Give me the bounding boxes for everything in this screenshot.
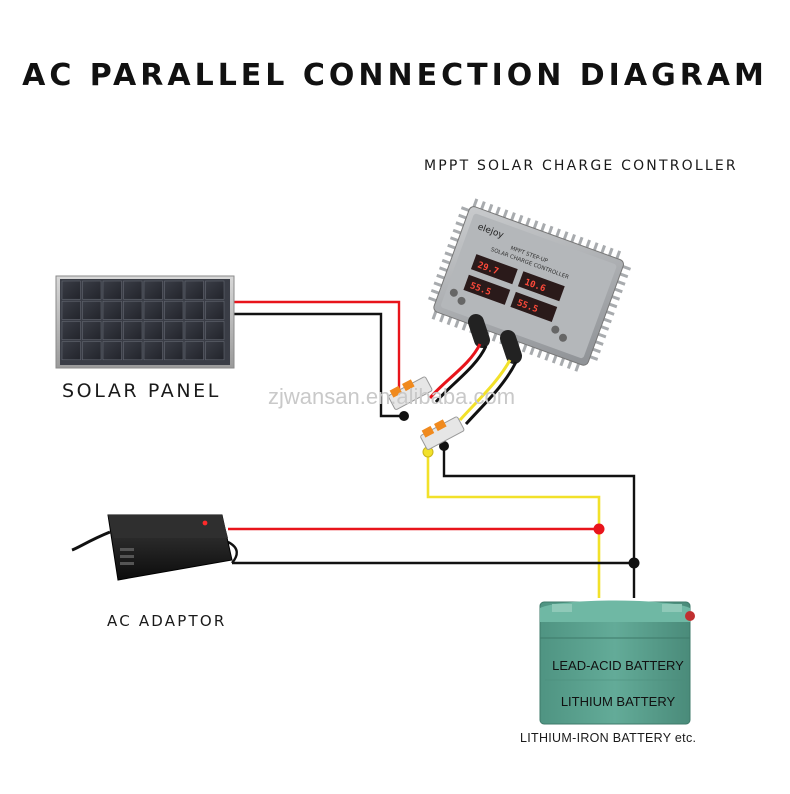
controller-button-4 (559, 333, 568, 342)
adaptor-led (202, 520, 208, 526)
solar-cell (61, 280, 81, 300)
display-1 (470, 254, 518, 285)
solar-cell (102, 280, 122, 300)
wires (228, 300, 640, 598)
solar-panel (55, 275, 235, 369)
wago-connector-left (388, 376, 433, 410)
mppt-controller: elejoy MPPT STEP-UP SOLAR CHARGE CONTROL… (428, 198, 632, 372)
solar-negative-wire (234, 312, 404, 418)
ac-adaptor (71, 514, 238, 581)
battery-label-lithium: LITHIUM BATTERY (561, 694, 676, 709)
junction-dot-red-adaptor (593, 523, 605, 535)
solar-cell (205, 341, 225, 361)
watermark-text: zjwansan.en.alibaba.com (268, 384, 516, 409)
wago-connector-right (420, 416, 465, 450)
solar-cell (123, 300, 143, 320)
controller-button-3 (551, 325, 560, 334)
solar-cell (205, 300, 225, 320)
solar-cell (205, 280, 225, 300)
display-2 (517, 271, 565, 302)
solar-cell (123, 321, 143, 340)
controller-button-2 (457, 296, 466, 305)
solar-cell (143, 321, 163, 340)
controller-label: MPPT SOLAR CHARGE CONTROLLER (424, 158, 738, 174)
solar-cell (82, 341, 102, 361)
junction-dot-black-battery (439, 441, 449, 451)
battery-label-lead-acid: LEAD-ACID BATTERY (552, 658, 684, 673)
diagram-title: AC PARALLEL CONNECTION DIAGRAM (22, 58, 768, 93)
solar-cell (184, 280, 204, 300)
solar-cell (164, 321, 184, 340)
solar-cell (143, 300, 163, 320)
display-3 (463, 274, 511, 305)
junction-dot-black-solar (399, 411, 409, 421)
solar-cell (123, 280, 143, 300)
solar-cell (143, 341, 163, 361)
solar-cell (102, 321, 122, 340)
solar-cell (143, 280, 163, 300)
solar-cell (205, 321, 225, 340)
solar-cell (61, 300, 81, 320)
solar-cell (102, 341, 122, 361)
solar-cell (123, 341, 143, 361)
solar-cell (61, 341, 81, 361)
solar-panel-label: SOLAR PANEL (62, 380, 221, 402)
solar-cell (61, 321, 81, 340)
lithium-iron-battery-label: LITHIUM-IRON BATTERY etc. (520, 731, 697, 745)
junction-dot-black-adaptor (628, 557, 640, 569)
display-4 (510, 291, 558, 322)
battery: LEAD-ACID BATTERY LITHIUM BATTERY (539, 600, 695, 725)
solar-cell (82, 280, 102, 300)
battery-negative-wire (442, 448, 636, 598)
solar-cell (164, 300, 184, 320)
solar-cell (184, 341, 204, 361)
solar-positive-wire (234, 300, 401, 402)
solar-cell (164, 341, 184, 361)
solar-cell (184, 321, 204, 340)
controller-button-1 (449, 288, 458, 297)
ac-adaptor-label: AC ADAPTOR (107, 612, 227, 630)
solar-cell (102, 300, 122, 320)
solar-cell (164, 280, 184, 300)
solar-cell (82, 300, 102, 320)
solar-cell (184, 300, 204, 320)
controller-cables (428, 314, 522, 426)
solar-cell (82, 321, 102, 340)
battery-positive-wire-yellow (426, 452, 601, 598)
